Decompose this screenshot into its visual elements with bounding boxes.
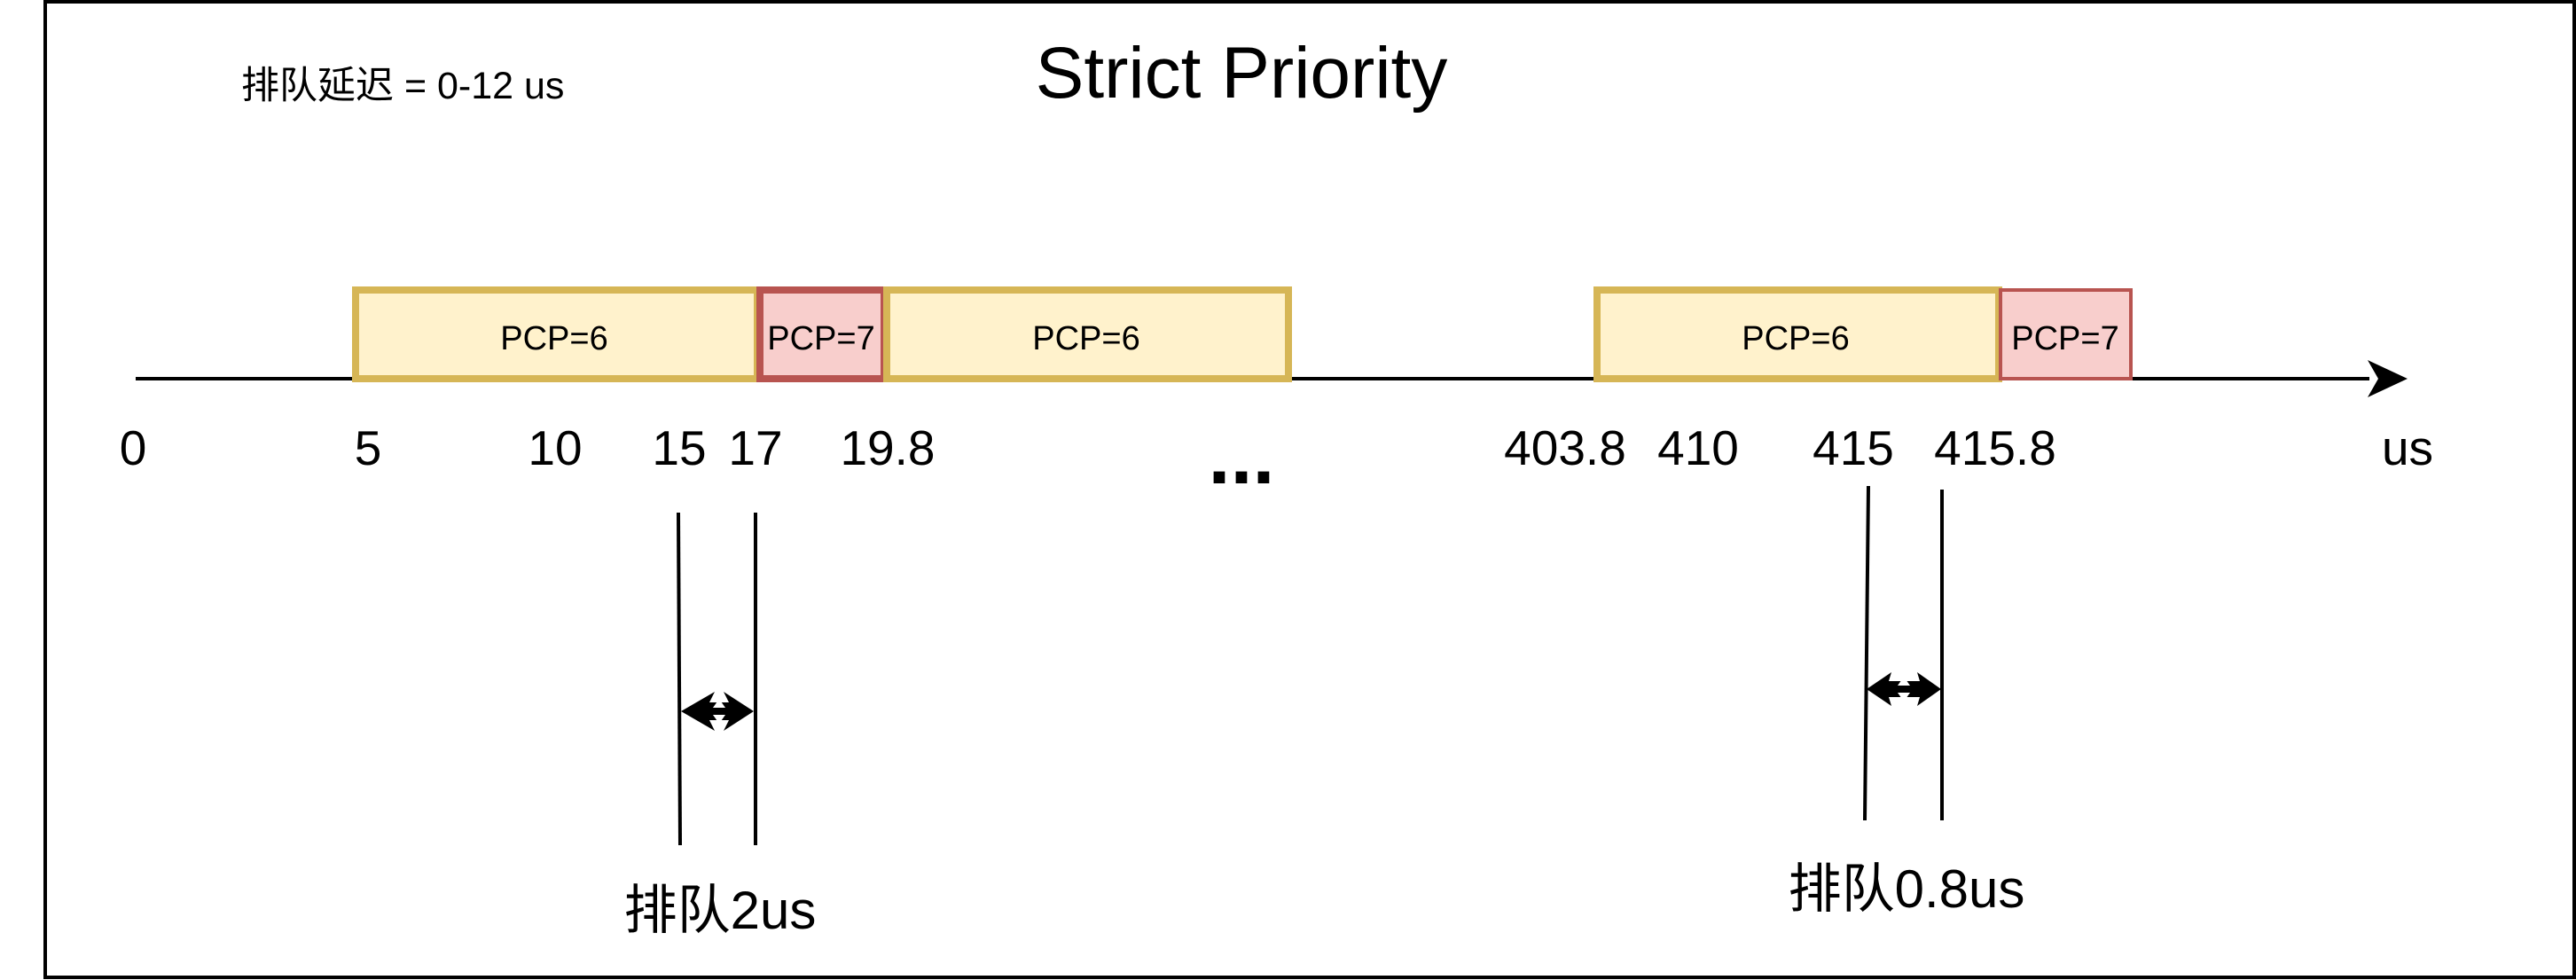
time-axis-arrowhead [2368, 360, 2408, 397]
frame-pcp6-c: PCP=6 [1593, 286, 2002, 382]
frame-label: PCP=6 [1742, 320, 1849, 357]
delay-line-left [1863, 485, 1870, 821]
tick-labels: 0 5 10 15 17 19.8 403.8 410 415 415.8 us [120, 420, 2433, 475]
tick-label: 10 [528, 420, 582, 475]
axis-unit-label: us [2382, 420, 2433, 475]
double-arrow-inner-icon [1898, 677, 1910, 702]
diagram-border [43, 0, 2576, 979]
tick-label: 15 [652, 420, 706, 475]
double-arrow-icon [681, 692, 754, 731]
delay-label: 排队0.8us [1789, 859, 2025, 919]
frame-box [1999, 288, 2133, 380]
tick-label: 403.8 [1504, 420, 1626, 475]
tick-label: 415 [1813, 420, 1894, 475]
frame-pcp6-b: PCP=6 [883, 286, 1292, 382]
ellipsis: ... [1208, 412, 1274, 501]
queue-delay-label: 排队延迟 = 0-12 us [241, 65, 564, 107]
frame-label: PCP=7 [2011, 320, 2118, 357]
frame-label: PCP=6 [500, 320, 607, 357]
frame-pcp7-a: PCP=7 [756, 286, 888, 382]
frame-box [883, 286, 1292, 382]
double-arrow-inner-icon [713, 699, 725, 724]
frame-pcp7-b: PCP=7 [1999, 288, 2133, 380]
delay-line-left [677, 512, 682, 846]
tick-label: 415.8 [1934, 420, 2056, 475]
delay-marker-2: 排队0.8us [1789, 485, 2025, 919]
tick-label: 17 [728, 420, 782, 475]
frame-label: PCP=6 [1032, 320, 1139, 357]
tick-label: 19.8 [840, 420, 935, 475]
double-arrow-icon [1867, 672, 1941, 706]
frame-label: PCP=7 [767, 320, 874, 357]
delay-label: 排队2us [624, 881, 817, 940]
tick-label: 5 [355, 420, 382, 475]
tick-label: 0 [120, 420, 147, 475]
diagram-title: Strict Priority [1036, 33, 1448, 114]
delay-marker-1: 排队2us [624, 512, 817, 940]
tick-label: 410 [1657, 420, 1739, 475]
frame-pcp6-a: PCP=6 [352, 286, 761, 382]
